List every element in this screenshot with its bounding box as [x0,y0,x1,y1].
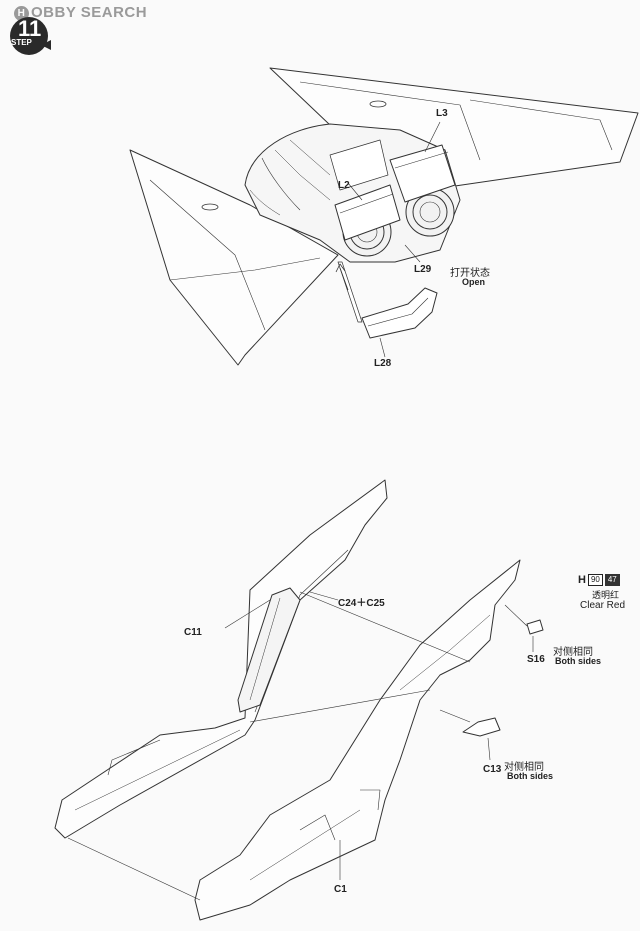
paint-name-cn: 透明红 [592,590,620,600]
step-label: STEP [11,38,32,47]
left-wing [129,149,339,366]
step-badge-icon [10,17,51,55]
label-s16-both-en: Both sides [555,656,602,666]
paint-code-2: 47 [604,573,620,586]
label-c1: C1 [334,884,347,895]
label-open-en: Open [462,277,486,287]
panel-l3-part [389,144,456,203]
paint-callout: H 90 47 [578,573,620,586]
label-l3: L3 [436,108,448,119]
paint-name-en: Clear Red [580,600,626,611]
label-open-cn: 打开状态 [450,268,490,279]
part-c13 [439,709,501,761]
label-c11: C11 [184,627,202,638]
label-c13-both-en: Both sides [507,771,554,781]
label-s16-both-cn: 对侧相同 [553,647,593,658]
label-l29: L29 [414,264,432,275]
right-fuselage-half-c1 [194,559,521,921]
label-l28: L28 [374,358,392,369]
paint-letter: H [578,573,586,586]
watermark-logo-icon: H [14,6,29,21]
panel-c24-c25-part [237,587,301,713]
part-l28 [361,287,438,339]
label-c24-c25: C24＋C25 [338,598,385,609]
label-s16: S16 [527,654,545,665]
panel-l2-part [329,139,401,241]
step-badge: 11 STEP [5,14,55,58]
paint-code-1: 90 [587,573,603,586]
label-l2: L2 [338,180,350,191]
label-c13: C13 [483,764,502,775]
part-s16 [504,604,544,652]
watermark-text: OBBY SEARCH [31,4,148,21]
step-number: 11 [18,16,42,41]
label-c13-both-cn: 对侧相同 [504,762,544,773]
